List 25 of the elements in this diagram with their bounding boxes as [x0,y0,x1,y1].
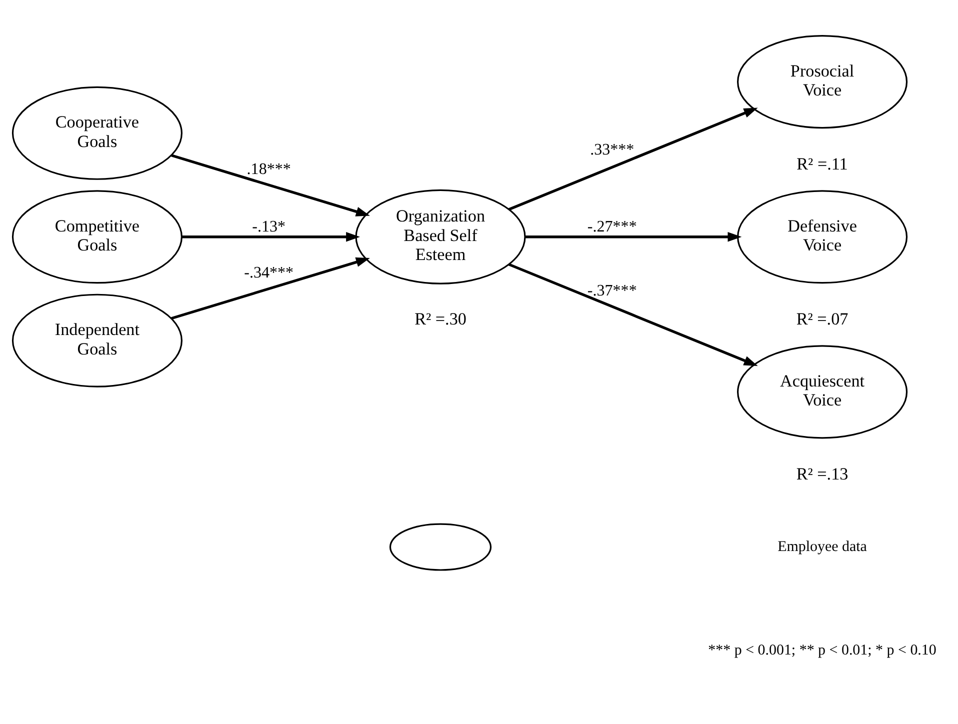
arrow [525,232,742,242]
legend-label: Employee data [778,538,867,555]
edge-label: -.13* [252,218,286,236]
arrow [182,232,360,242]
node-ellipse: Defensive Voice [737,190,908,284]
edge-label: .18*** [246,160,291,178]
node-ellipse: Prosocial Voice [737,35,908,129]
edge-label: -.34*** [244,264,294,282]
node-label: R² =.13 [796,464,848,484]
arrow [508,108,758,211]
node-ellipse: Competitive Goals [12,190,182,284]
node-label: R² =.07 [796,309,848,328]
node-ellipse: Independent Goals [12,294,182,388]
node-ellipse: Acquiescent Voice [737,345,908,439]
node-ellipse [389,523,492,571]
node-label: R² =.11 [796,154,848,174]
edge-label: -.37*** [587,282,637,300]
arrow [508,263,758,366]
arrow [171,257,370,320]
edge-label: .33*** [590,142,634,159]
node-ellipse: Cooperative Goals [12,86,182,180]
label: *** p < 0.001; ** p < 0.01; * p < 0.10 [708,642,936,659]
node-label: R² =.30 [414,309,466,328]
arrow [171,154,370,216]
edge-label: -.27*** [587,218,637,236]
